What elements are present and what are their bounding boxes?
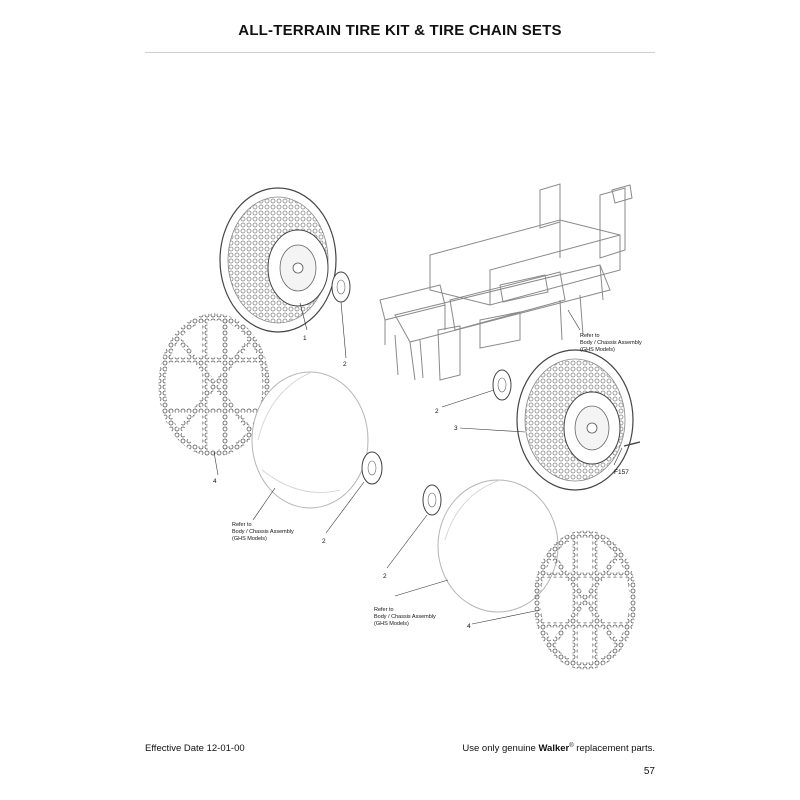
callout-1: 1: [303, 335, 307, 342]
callout-3: 3: [454, 425, 458, 432]
page-title: ALL-TERRAIN TIRE KIT & TIRE CHAIN SETS: [238, 22, 562, 39]
ref-note-line: (GHS Models): [580, 347, 615, 353]
chassis-frame: [379, 183, 633, 381]
ref-note-line: (GHS Models): [232, 536, 267, 542]
figure-id: F157: [614, 469, 629, 476]
footer-tagline: Use only genuine Walker® replacement par…: [462, 743, 655, 754]
page-number: 57: [643, 766, 655, 777]
callout-4-chain-right: 4: [467, 623, 471, 630]
washer-2b: [361, 451, 383, 485]
leader-lines: [213, 301, 623, 625]
callout-2-washer-center: 2: [322, 538, 326, 545]
brand-name: Walker: [538, 743, 570, 755]
washer-2d: [422, 484, 442, 516]
tire-1: [219, 187, 337, 333]
callout-4-chain-left: 4: [213, 478, 217, 485]
washer-2a: [331, 271, 351, 303]
washer-2c: [492, 369, 512, 401]
ref-note-line: Refer to: [374, 607, 394, 613]
reference-note-upper: Refer to Body / Chassis Assembly (GHS Mo…: [580, 333, 642, 353]
ref-note-line: Refer to: [232, 522, 252, 528]
reference-note-lower: Refer to Body / Chassis Assembly (GHS Mo…: [374, 607, 436, 627]
ref-note-line: Body / Chassis Assembly: [580, 340, 642, 346]
tire-3: [516, 349, 641, 491]
callout-2-washer-upper: 2: [343, 361, 347, 368]
reference-note-left: Refer to Body / Chassis Assembly (GHS Mo…: [232, 522, 294, 542]
ref-note-line: Body / Chassis Assembly: [232, 529, 294, 535]
callout-2-washer-right: 2: [435, 408, 439, 415]
callout-2-washer-lower: 2: [383, 573, 387, 580]
tire-chain-right: [533, 530, 637, 670]
ref-note-line: Refer to: [580, 333, 600, 339]
registered-mark: ®: [569, 743, 574, 749]
effective-date: Effective Date 12-01-00: [145, 743, 245, 754]
ref-note-line: (GHS Models): [374, 621, 409, 627]
smooth-tire-left: [251, 371, 369, 509]
footer-tagline-suffix: replacement parts.: [573, 743, 655, 755]
footer-tagline-prefix: Use only genuine: [462, 743, 539, 755]
title-divider: [145, 52, 655, 53]
tire-chain-left: [158, 313, 270, 457]
ref-note-line: Body / Chassis Assembly: [374, 614, 436, 620]
